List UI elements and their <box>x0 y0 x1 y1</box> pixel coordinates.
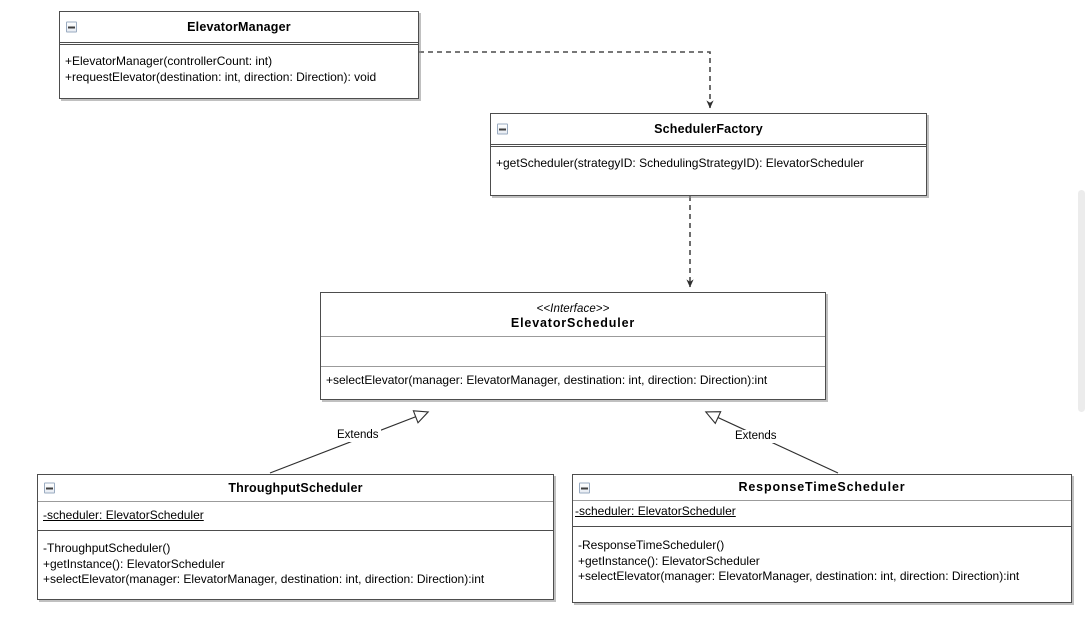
attributes-compartment-throughput-scheduler: -scheduler: ElevatorScheduler <box>38 502 553 531</box>
methods-compartment-scheduler-factory: +getScheduler(strategyID: SchedulingStra… <box>491 147 926 194</box>
generalization-throughput-to-scheduler <box>269 410 430 474</box>
class-title-throughput-scheduler: ThroughputScheduler <box>38 475 553 502</box>
collapse-minus-icon[interactable] <box>579 482 590 493</box>
method-row: +ElevatorManager(controllerCount: int) <box>65 54 273 68</box>
method-row: -ResponseTimeScheduler() <box>578 538 725 552</box>
method-row: +getInstance(): ElevatorScheduler <box>578 553 760 568</box>
attributes-compartment-response-time-scheduler: -scheduler: ElevatorScheduler <box>573 501 1071 527</box>
class-title-elevator-scheduler: <<Interface>> ElevatorScheduler <box>321 293 825 337</box>
edge-label-extends-throughput: Extends <box>335 429 381 442</box>
collapse-minus-icon[interactable] <box>66 21 77 33</box>
class-box-elevator-manager[interactable]: ElevatorManager +ElevatorManager(control… <box>59 11 419 99</box>
method-row: +requestElevator(destination: int, direc… <box>65 69 377 84</box>
class-name-label: ThroughputScheduler <box>228 480 363 495</box>
stereotype-label: <<Interface>> <box>536 302 610 315</box>
class-box-response-time-scheduler[interactable]: ResponseTimeScheduler -scheduler: Elevat… <box>572 474 1072 603</box>
class-name-label: ResponseTimeScheduler <box>738 480 906 494</box>
method-row: +selectElevator(manager: ElevatorManager… <box>326 373 768 387</box>
class-title-response-time-scheduler: ResponseTimeScheduler <box>573 475 1071 501</box>
methods-compartment-elevator-manager: +ElevatorManager(controllerCount: int) +… <box>60 45 418 97</box>
method-row: +getInstance(): ElevatorScheduler <box>43 556 225 571</box>
method-row: +selectElevator(manager: ElevatorManager… <box>578 569 1020 583</box>
class-title-scheduler-factory: SchedulerFactory <box>491 114 926 147</box>
class-title-elevator-manager: ElevatorManager <box>60 12 418 45</box>
attributes-compartment-elevator-scheduler <box>321 337 825 367</box>
dependency-manager-to-factory <box>419 51 714 109</box>
method-row: -ThroughputScheduler() <box>43 541 171 555</box>
class-name-label: ElevatorManager <box>187 19 291 34</box>
vertical-scrollbar-thumb[interactable] <box>1078 190 1085 412</box>
method-row: +getScheduler(strategyID: SchedulingStra… <box>496 156 864 170</box>
class-name-label: ElevatorScheduler <box>510 315 636 330</box>
methods-compartment-elevator-scheduler: +selectElevator(manager: ElevatorManager… <box>321 367 825 400</box>
class-box-elevator-scheduler[interactable]: <<Interface>> ElevatorScheduler +selectE… <box>320 292 826 400</box>
class-name-label: SchedulerFactory <box>654 121 763 136</box>
methods-compartment-throughput-scheduler: -ThroughputScheduler() +getInstance(): E… <box>38 531 553 599</box>
edge-label-extends-responsetime: Extends <box>733 430 779 443</box>
method-row: +selectElevator(manager: ElevatorManager… <box>43 572 485 586</box>
class-box-throughput-scheduler[interactable]: ThroughputScheduler -scheduler: Elevator… <box>37 474 554 600</box>
attribute-row: -scheduler: ElevatorScheduler <box>575 504 736 518</box>
collapse-minus-icon[interactable] <box>497 123 508 135</box>
methods-compartment-response-time-scheduler: -ResponseTimeScheduler() +getInstance():… <box>573 527 1071 602</box>
collapse-minus-icon[interactable] <box>44 482 55 494</box>
class-box-scheduler-factory[interactable]: SchedulerFactory +getScheduler(strategyI… <box>490 113 927 196</box>
attribute-row: -scheduler: ElevatorScheduler <box>43 508 204 522</box>
